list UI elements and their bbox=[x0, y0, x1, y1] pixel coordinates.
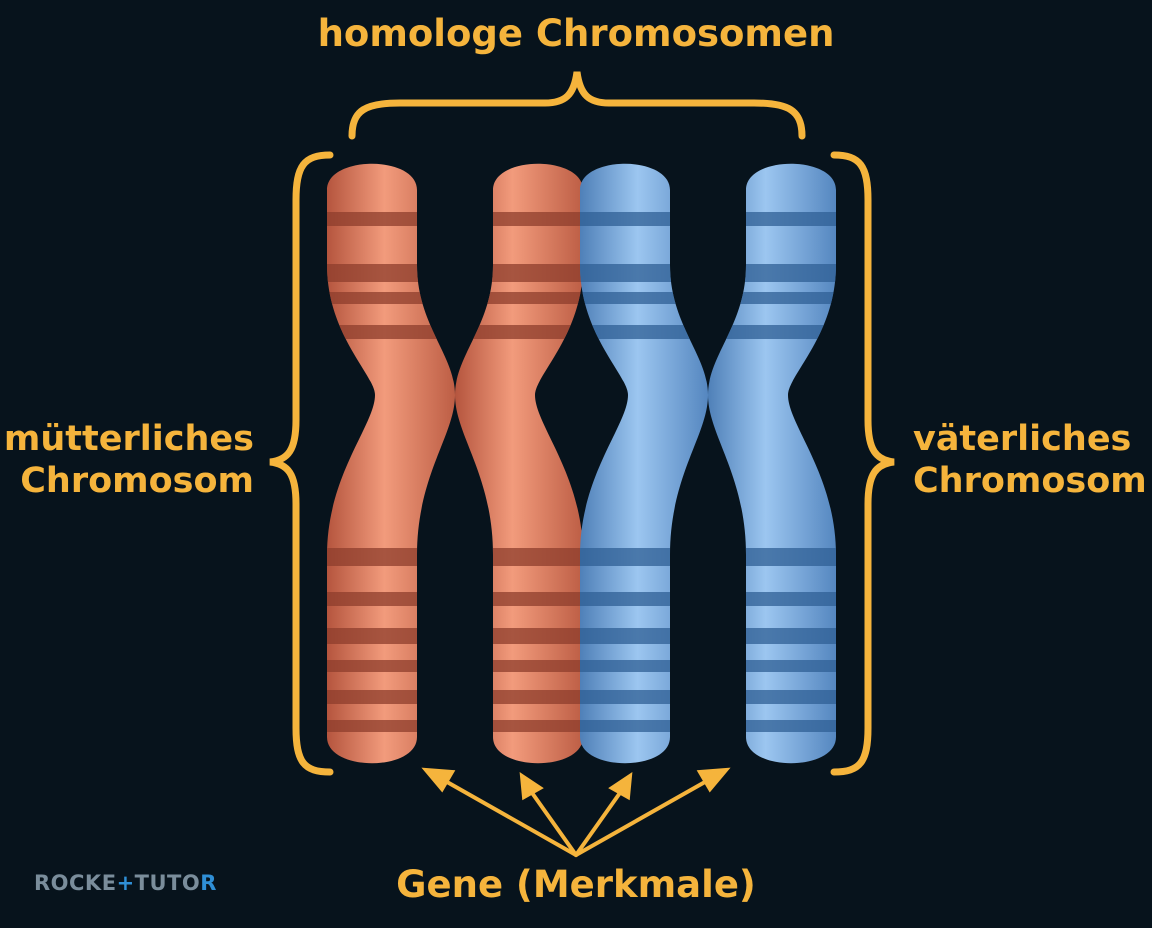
maternal-chromatid-right bbox=[455, 163, 583, 764]
gene-arrow-1 bbox=[438, 776, 578, 857]
homologous-chromosomes-label: homologe Chromosomen bbox=[317, 12, 835, 55]
logo-text-1: ROCKE bbox=[34, 871, 117, 895]
gene-arrow-3-head bbox=[608, 772, 633, 801]
gene-arrow-4 bbox=[574, 776, 714, 857]
paternal-label-line1: väterliches bbox=[913, 419, 1132, 459]
gene-arrow-3 bbox=[574, 788, 624, 857]
maternal-chromosome-label: mütterliches Chromosom bbox=[4, 418, 254, 502]
maternal-chromosome bbox=[327, 163, 583, 764]
logo-text-2: TUTO bbox=[134, 871, 201, 895]
paternal-chromosome-label: väterliches Chromosom bbox=[913, 418, 1147, 502]
chromosome-band bbox=[455, 325, 583, 339]
paternal-chromosome bbox=[580, 163, 836, 764]
paternal-chromatid-left bbox=[580, 163, 708, 764]
genes-label: Gene (Merkmale) bbox=[396, 863, 756, 906]
homologous-brace bbox=[348, 71, 806, 140]
paternal-chromatid-right bbox=[708, 163, 836, 764]
chromosome-band bbox=[708, 325, 836, 339]
gene-arrow-1-head bbox=[421, 767, 456, 793]
gene-arrows bbox=[421, 767, 731, 857]
gene-arrow-2-head bbox=[519, 772, 544, 801]
chromosome-band bbox=[327, 325, 455, 339]
paternal-brace bbox=[830, 151, 895, 776]
maternal-label-line1: mütterliches bbox=[3, 419, 254, 459]
maternal-label-line2: Chromosom bbox=[20, 461, 254, 501]
logo-plus: + bbox=[116, 871, 135, 895]
logo: ROCKE+TUTOR bbox=[34, 871, 217, 895]
maternal-chromatid-left bbox=[327, 163, 455, 764]
gene-arrow-2 bbox=[528, 788, 578, 857]
maternal-brace bbox=[269, 151, 334, 776]
paternal-label-line2: Chromosom bbox=[913, 461, 1147, 501]
logo-text-3: R bbox=[200, 871, 217, 895]
gene-arrow-4-head bbox=[696, 767, 731, 793]
chromosome-band bbox=[580, 325, 708, 339]
